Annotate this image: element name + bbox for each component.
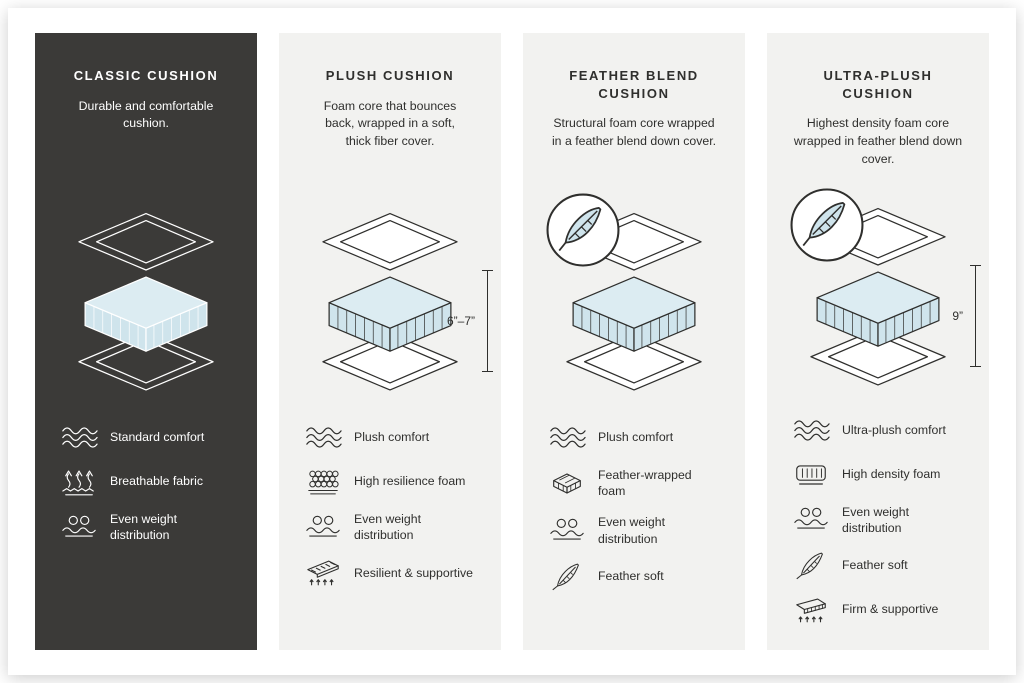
feature-item: Standard comfort: [59, 423, 233, 452]
card-title: CLASSIC CUSHION: [73, 68, 219, 83]
card-description: Durable and comfortable cushion.: [78, 98, 214, 131]
feature-label: Breathable fabric: [110, 474, 203, 489]
cushion-illustration-area: [546, 193, 721, 407]
feather-badge: [545, 192, 621, 268]
height-marker: 6”–7”: [446, 270, 493, 373]
cushion-illustration-area: 9”: [790, 188, 981, 399]
feature-label: Ultra-plush comfort: [842, 422, 946, 437]
feather-badge: [789, 187, 865, 263]
card-header: PLUSH CUSHION Foam core that bounces back…: [303, 67, 477, 195]
wave-icon: [547, 423, 587, 452]
card-description: Highest density foam core wrapped in fea…: [793, 116, 963, 166]
cushion-illustration: 9”: [790, 188, 981, 387]
feature-item: Feather-wrapped foam: [547, 467, 721, 499]
feature-label: Even weight distribution: [354, 512, 421, 543]
card-header: ULTRA-PLUSH CUSHION Highest density foam …: [791, 67, 965, 192]
feature-item: Plush comfort: [303, 423, 477, 452]
weight-distribution-icon: [59, 513, 99, 542]
feature-label: High resilience foam: [354, 474, 466, 489]
card-description: Foam core that bounces back, wrapped in …: [323, 98, 457, 149]
feature-label: Feather soft: [842, 558, 908, 573]
feature-label: Plush comfort: [354, 430, 430, 445]
feature-label: Plush comfort: [598, 430, 674, 445]
height-dimension-line: [970, 265, 981, 367]
feature-item: Feather soft: [791, 551, 965, 580]
card-description: Structural foam core wrapped in a feathe…: [551, 116, 717, 148]
feather-wrapped-icon: [547, 469, 587, 498]
honeycomb-icon: [303, 467, 343, 496]
firm-icon: [791, 595, 831, 624]
feature-label: Even weight distribution: [598, 515, 665, 546]
feature-item: Feather soft: [547, 562, 721, 591]
cushion-illustration: [546, 193, 709, 392]
feature-label: Even weight distribution: [110, 512, 177, 543]
card-classic-cushion: CLASSIC CUSHION Durable and comfortable c…: [35, 33, 257, 650]
cushion-comparison-frame: CLASSIC CUSHION Durable and comfortable c…: [8, 8, 1016, 675]
height-marker: 9”: [952, 265, 981, 367]
feature-label: Standard comfort: [110, 430, 205, 445]
feature-item: Plush comfort: [547, 423, 721, 452]
feature-item: Even weight distribution: [303, 511, 477, 543]
card-header: CLASSIC CUSHION Durable and comfortable c…: [59, 67, 233, 195]
feature-item: Ultra-plush comfort: [791, 416, 965, 445]
weight-distribution-icon: [791, 505, 831, 534]
cushion-layers-illustration: [322, 213, 458, 391]
feature-label: High density foam: [842, 466, 941, 481]
feather-icon: [547, 562, 587, 591]
height-label: 9”: [952, 309, 963, 323]
card-feather-blend-cushion: FEATHER BLEND CUSHION Structural foam cor…: [523, 33, 745, 650]
feather-icon: [791, 551, 831, 580]
feature-item: Even weight distribution: [547, 514, 721, 546]
height-dimension-line: [482, 270, 493, 373]
card-ultra-plush-cushion: ULTRA-PLUSH CUSHION Highest density foam …: [767, 33, 989, 650]
wave-icon: [303, 423, 343, 452]
resilient-icon: [303, 558, 343, 587]
cushion-illustration-area: 6”–7”: [303, 195, 493, 407]
feature-item: Even weight distribution: [59, 511, 233, 543]
feature-label: Feather soft: [598, 569, 664, 584]
card-title: ULTRA-PLUSH CUSHION: [823, 68, 933, 101]
weight-distribution-icon: [303, 513, 343, 542]
cushion-layers-illustration: [78, 213, 214, 391]
feature-label: Resilient & supportive: [354, 565, 473, 580]
feature-item: Resilient & supportive: [303, 558, 477, 587]
feature-item: Firm & supportive: [791, 595, 965, 624]
height-label: 6”–7”: [446, 314, 475, 329]
feature-label: Even weight distribution: [842, 504, 909, 535]
card-plush-cushion: PLUSH CUSHION Foam core that bounces back…: [279, 33, 501, 650]
breathable-icon: [59, 467, 99, 496]
feature-item: High resilience foam: [303, 467, 477, 496]
feature-item: Breathable fabric: [59, 467, 233, 496]
cushion-illustration: 6”–7”: [315, 210, 493, 392]
cushion-illustration: [71, 210, 221, 392]
feature-item: High density foam: [791, 460, 965, 489]
feature-label: Firm & supportive: [842, 602, 939, 617]
feature-item: Even weight distribution: [791, 504, 965, 536]
card-title: FEATHER BLEND CUSHION: [569, 68, 699, 101]
weight-distribution-icon: [547, 516, 587, 545]
card-header: FEATHER BLEND CUSHION Structural foam cor…: [547, 67, 721, 195]
wave-icon: [791, 416, 831, 445]
cushion-illustration-area: [59, 195, 233, 407]
wave-icon: [59, 423, 99, 452]
card-title: PLUSH CUSHION: [325, 68, 455, 83]
high-density-icon: [791, 460, 831, 489]
feature-label: Feather-wrapped foam: [598, 468, 692, 499]
